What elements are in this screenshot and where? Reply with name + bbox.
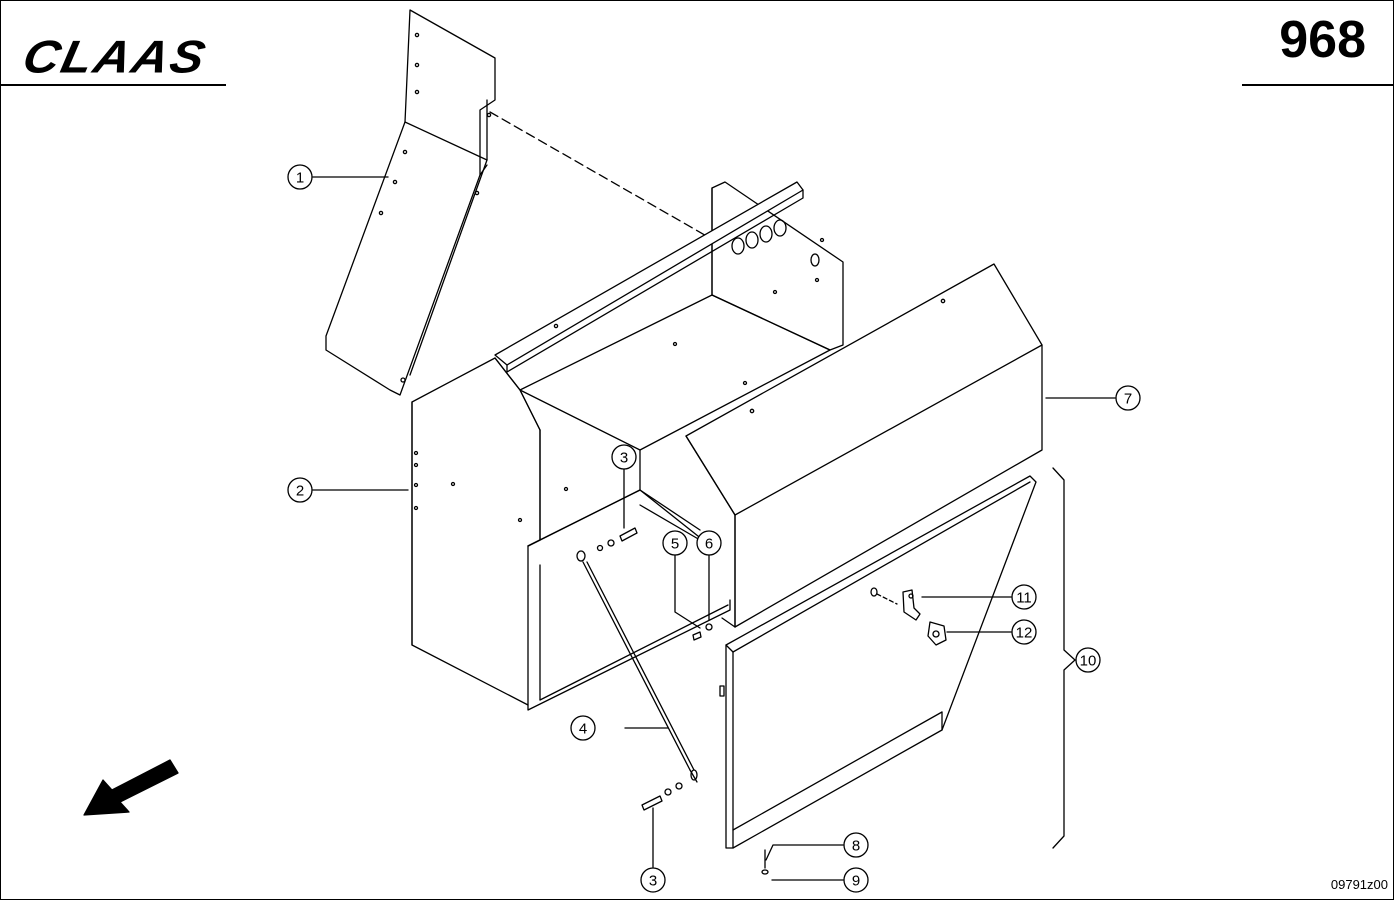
callout-6-label: 6 [705, 536, 713, 553]
header-rule-left [0, 84, 226, 86]
callout-8-label: 8 [852, 838, 860, 855]
header-rule-right [1242, 84, 1394, 86]
callout-3-top-label: 3 [620, 450, 628, 467]
callout-7-label: 7 [1124, 391, 1132, 408]
leader-lines [312, 176, 1116, 881]
callout-2: 2 [287, 477, 313, 503]
part-1-side-plate [325, 9, 496, 396]
callout-5-label: 5 [671, 536, 679, 553]
callout-9-label: 9 [852, 873, 860, 890]
part-10-door [719, 475, 1037, 849]
callout-3-bottom: 3 [640, 867, 666, 893]
direction-arrow-icon [83, 759, 179, 816]
callout-10-label: 10 [1080, 653, 1097, 670]
callout-11-label: 11 [1016, 590, 1032, 607]
callout-1-label: 1 [296, 170, 304, 187]
callout-11: 11 [1011, 584, 1037, 610]
callout-2-label: 2 [296, 483, 304, 500]
callout-3-bottom-label: 3 [649, 873, 657, 890]
part-4-gas-strut [576, 550, 698, 783]
callout-3-top: 3 [611, 444, 637, 470]
hardware-fasteners [596, 527, 769, 875]
callout-1: 1 [287, 164, 313, 190]
part-7-cover [685, 263, 1043, 628]
callout-7: 7 [1115, 385, 1141, 411]
alignment-dashed-line [489, 111, 711, 239]
callout-6: 6 [696, 530, 722, 556]
callout-4: 4 [570, 715, 596, 741]
callout-5: 5 [662, 530, 688, 556]
page-number: 968 [1279, 11, 1366, 69]
callout-8: 8 [843, 832, 869, 858]
callout-4-label: 4 [579, 721, 587, 738]
drawing-code: 09791z00 [1330, 877, 1388, 892]
callout-12-label: 12 [1016, 625, 1033, 642]
callout-10: 10 [1075, 647, 1101, 673]
callout-12: 12 [1011, 619, 1037, 645]
callout-9: 9 [843, 867, 869, 893]
